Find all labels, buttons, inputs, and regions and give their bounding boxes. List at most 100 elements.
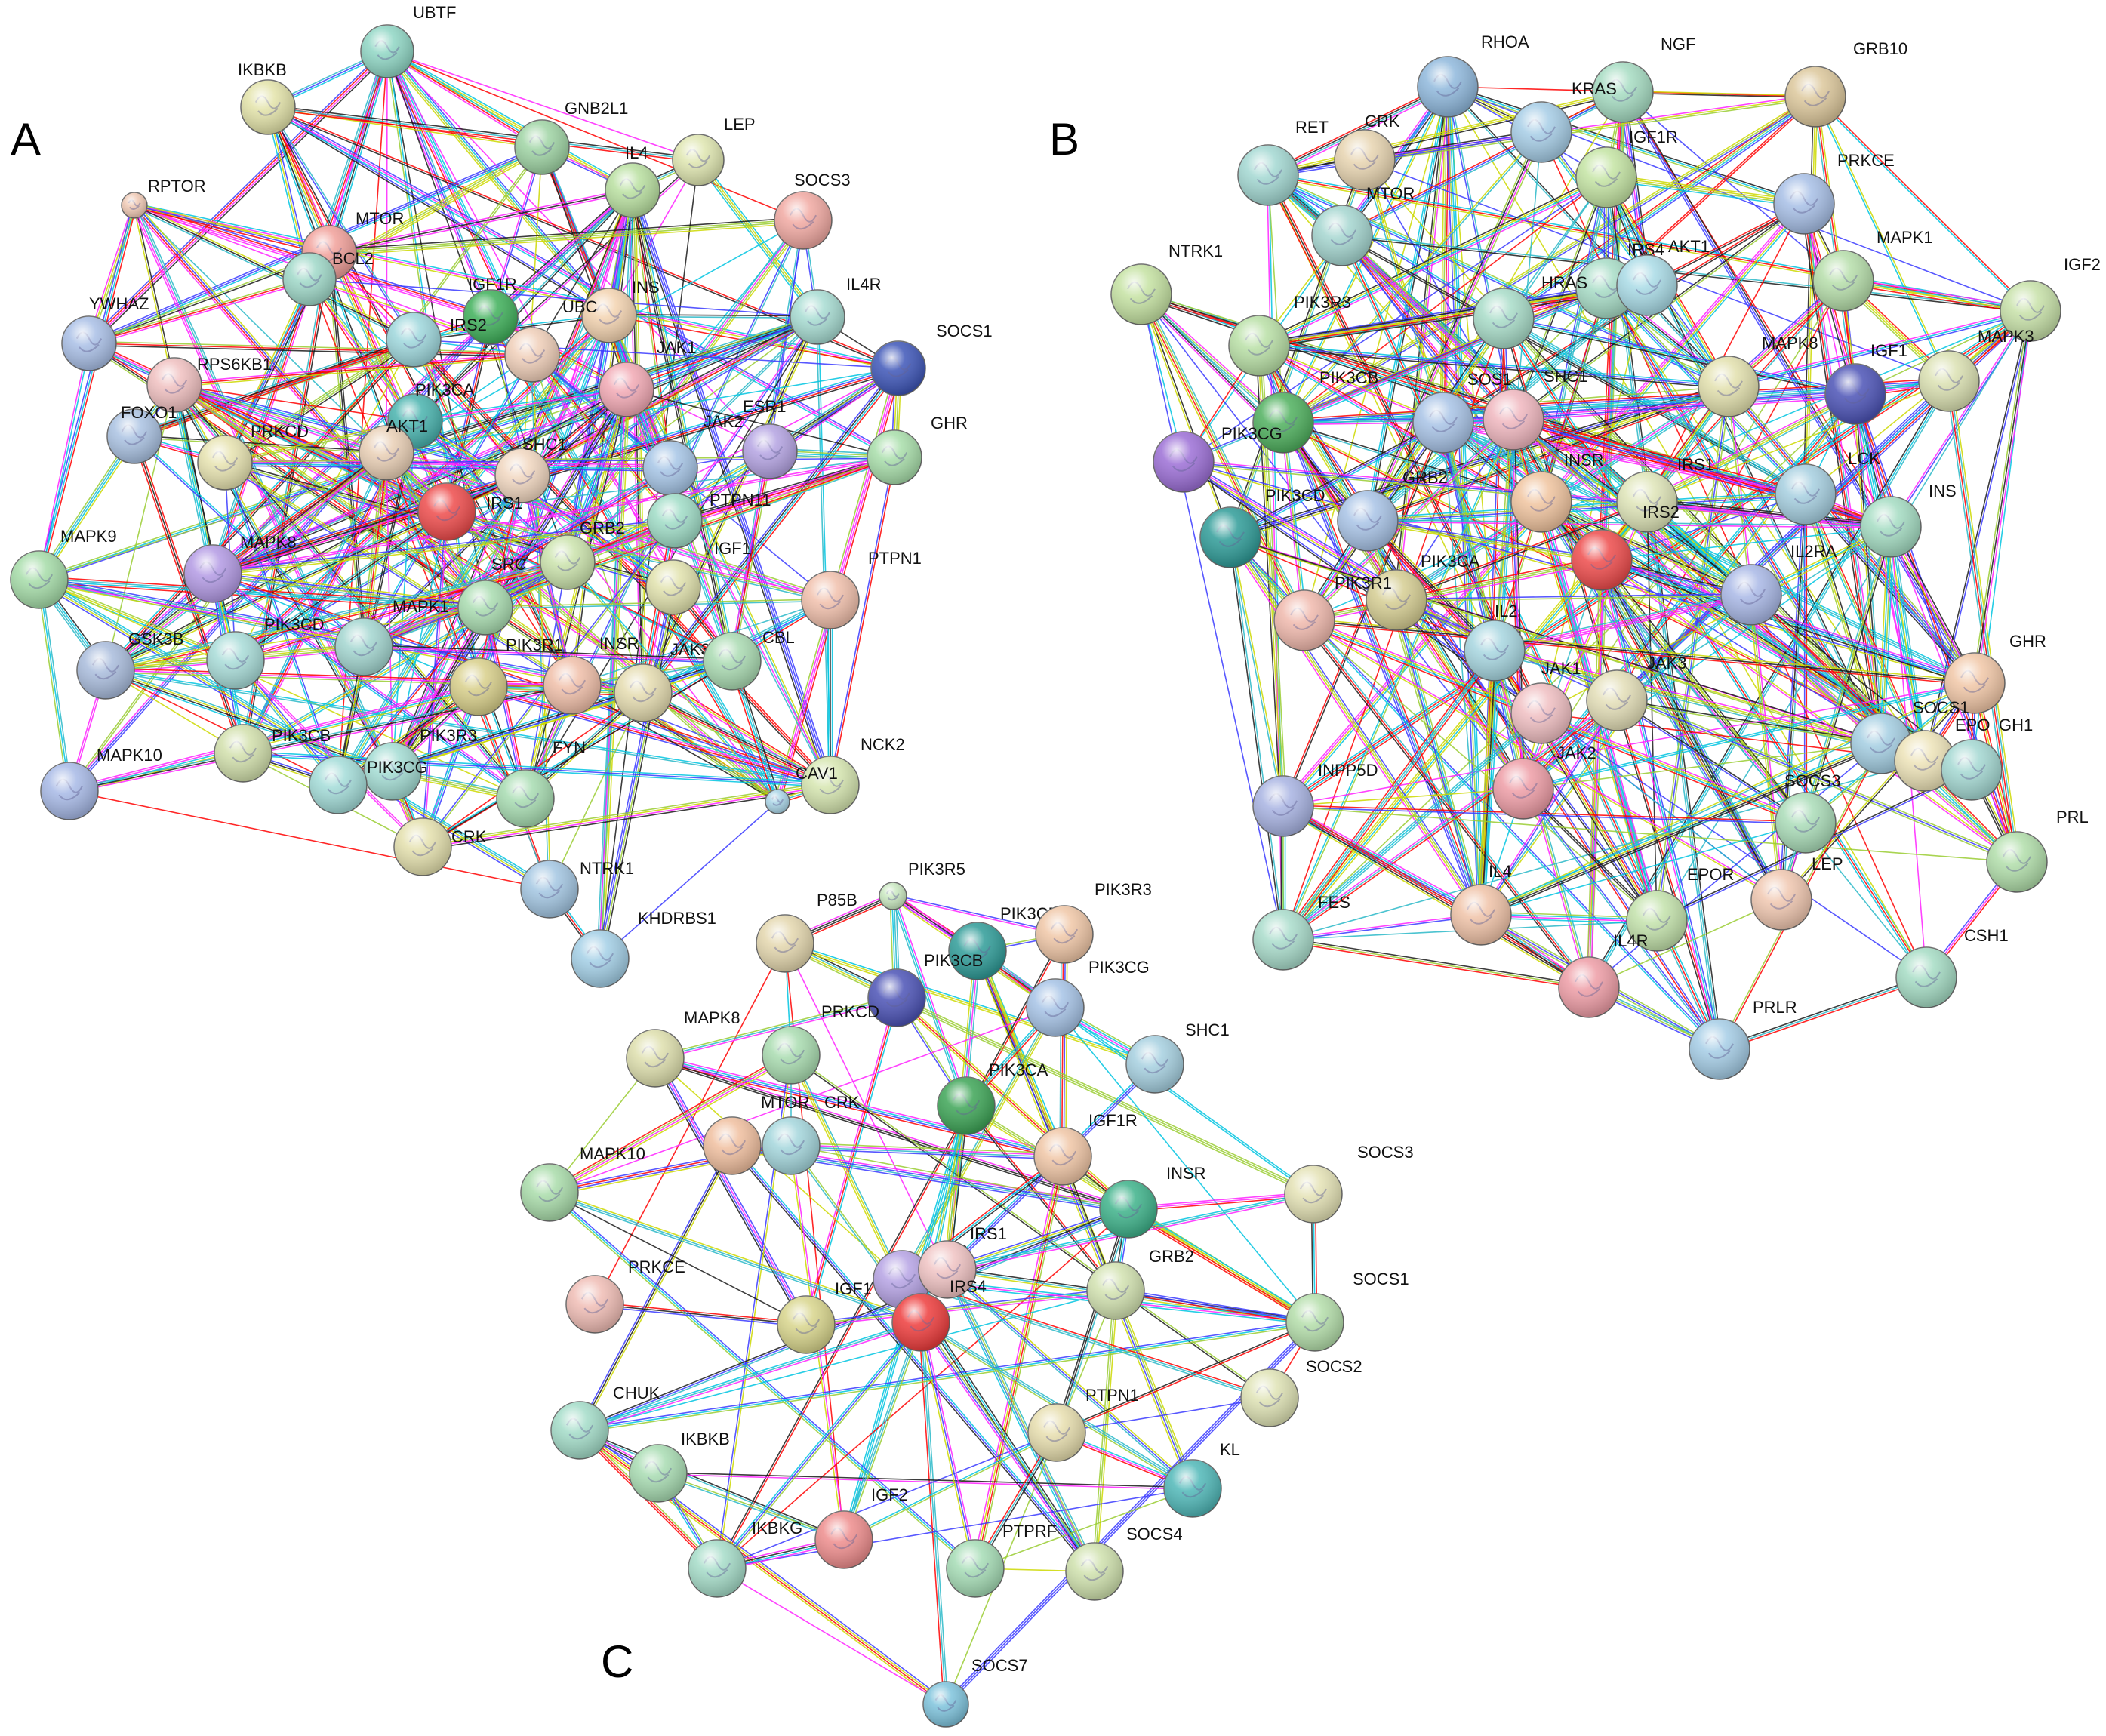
node-c-pik3r3[interactable]: PIK3R3 xyxy=(1035,880,1152,964)
node-b-prkce[interactable]: PRKCE xyxy=(1773,151,1895,235)
node-c-irs4[interactable]: IRS4 xyxy=(891,1277,987,1352)
node-a-pik3cg[interactable]: PIK3CG xyxy=(309,756,428,814)
node-b-shc1[interactable]: SHC1 xyxy=(1483,367,1588,451)
node-c-ikbkg[interactable]: IKBKG xyxy=(688,1519,802,1598)
node-b-prlr[interactable]: PRLR xyxy=(1689,998,1797,1080)
node-b-lck[interactable]: LCK xyxy=(1775,449,1880,525)
node-b-pik3r3[interactable]: PIK3R3 xyxy=(1228,293,1351,377)
node-b-pik3cg[interactable]: PIK3CG xyxy=(1153,424,1282,493)
node-a-gsk3b[interactable]: GSK3B xyxy=(76,629,183,700)
node-a-pik3cd[interactable]: PIK3CD xyxy=(206,615,324,690)
node-a-ywhaz[interactable]: YWHAZ xyxy=(61,294,149,371)
node-a-prkcd[interactable]: PRKCD xyxy=(197,422,309,491)
node-c-pik3cb[interactable]: PIK3CB xyxy=(867,951,983,1027)
node-b-rhoa[interactable]: RHOA xyxy=(1417,32,1529,118)
node-c-shc1[interactable]: SHC1 xyxy=(1125,1020,1230,1094)
node-b-irs1[interactable]: IRS1 xyxy=(1616,455,1714,533)
node-a-il4[interactable]: IL4 xyxy=(605,143,660,218)
node-a-ubc[interactable]: UBC xyxy=(504,297,598,383)
node-b-pik3ca[interactable]: PIK3CA xyxy=(1366,552,1480,631)
node-a-foxo1[interactable]: FOXO1 xyxy=(106,403,177,464)
node-a-pik3r3[interactable]: PIK3R3 xyxy=(363,726,477,801)
node-b-lep[interactable]: LEP xyxy=(1750,854,1843,931)
node-b-jak3[interactable]: JAK3 xyxy=(1586,654,1687,731)
node-a-igf1[interactable]: IGF1 xyxy=(645,539,751,615)
node-c-socs1[interactable]: SOCS1 xyxy=(1285,1270,1409,1352)
node-a-ptpn11[interactable]: PTPN11 xyxy=(647,491,771,549)
node-b-ntrk1[interactable]: NTRK1 xyxy=(1110,242,1223,325)
node-b-ins[interactable]: INS xyxy=(1860,482,1957,558)
node-a-irs1[interactable]: IRS1 xyxy=(417,482,523,541)
node-b-kras[interactable]: KRAS xyxy=(1510,79,1617,163)
node-a-ghr[interactable]: GHR xyxy=(867,414,968,485)
node-a-mapk9[interactable]: MAPK9 xyxy=(10,527,117,609)
node-a-ubtf[interactable]: UBTF xyxy=(360,3,456,78)
node-b-akt1[interactable]: AKT1 xyxy=(1616,237,1710,316)
node-b-insr[interactable]: INSR xyxy=(1510,451,1604,533)
node-a-shc1[interactable]: SHC1 xyxy=(494,435,567,503)
node-a-mapk8[interactable]: MAPK8 xyxy=(183,533,297,603)
node-a-ntrk1[interactable]: NTRK1 xyxy=(520,859,634,919)
node-a-pik3r1[interactable]: PIK3R1 xyxy=(449,636,563,716)
node-a-jak3[interactable]: JAK3 xyxy=(614,640,710,722)
node-b-il4[interactable]: IL4 xyxy=(1450,862,1512,946)
node-b-csh1[interactable]: CSH1 xyxy=(1895,926,2009,1008)
node-c-ikbkb[interactable]: IKBKB xyxy=(629,1430,730,1503)
node-a-khdrbs1[interactable]: KHDRBS1 xyxy=(571,909,716,988)
node-b-ngf[interactable]: NGF xyxy=(1592,35,1695,123)
node-c-socs3[interactable]: SOCS3 xyxy=(1284,1143,1414,1224)
node-b-mapk3[interactable]: MAPK3 xyxy=(1918,327,2034,412)
node-b-hras[interactable]: HRAS xyxy=(1473,273,1587,349)
node-a-rptor[interactable]: RPTOR xyxy=(121,177,206,219)
node-a-ins[interactable]: INS xyxy=(581,278,660,343)
node-b-epor[interactable]: EPOR xyxy=(1626,865,1734,952)
node-b-jak1[interactable]: JAK1 xyxy=(1510,659,1581,744)
node-b-pik3r1[interactable]: PIK3R1 xyxy=(1273,574,1392,651)
node-a-crk[interactable]: CRK xyxy=(393,817,487,876)
node-a-cbl[interactable]: CBL xyxy=(703,628,795,691)
node-a-mapk1[interactable]: MAPK1 xyxy=(334,597,449,676)
node-c-pik3cg[interactable]: PIK3CG xyxy=(1026,958,1150,1037)
node-c-p85b[interactable]: P85B xyxy=(756,891,857,973)
node-b-mtor[interactable]: MTOR xyxy=(1311,184,1415,266)
node-a-rps6kb1[interactable]: RPS6KB1 xyxy=(146,355,272,413)
node-b-jak2[interactable]: JAK2 xyxy=(1492,743,1596,820)
node-b-crk[interactable]: CRK xyxy=(1334,112,1400,191)
node-b-epo[interactable]: EPO xyxy=(1894,716,1990,792)
node-b-grb10[interactable]: GRB10 xyxy=(1784,39,1907,128)
node-a-ptpn1[interactable]: PTPN1 xyxy=(801,549,922,629)
node-a-insr[interactable]: INSR xyxy=(543,634,639,715)
node-c-crk[interactable]: CRK xyxy=(762,1093,860,1175)
node-a-socs1[interactable]: SOCS1 xyxy=(870,322,993,396)
node-b-grb2[interactable]: GRB2 xyxy=(1337,468,1448,552)
node-c-chuk[interactable]: CHUK xyxy=(550,1384,660,1460)
node-c-socs4[interactable]: SOCS4 xyxy=(1065,1525,1183,1601)
node-a-igf1r[interactable]: IGF1R xyxy=(463,275,519,345)
node-c-igf1r[interactable]: IGF1R xyxy=(1033,1111,1138,1186)
node-c-pik3cd[interactable]: PIK3CD xyxy=(948,904,1060,980)
node-c-irs1[interactable]: IRS1 xyxy=(918,1224,1007,1299)
node-b-irs2[interactable]: IRS2 xyxy=(1571,503,1680,591)
node-b-mapk1[interactable]: MAPK1 xyxy=(1812,228,1933,312)
node-a-src[interactable]: SRC xyxy=(457,555,527,636)
node-b-sos1[interactable]: SOS1 xyxy=(1412,370,1512,454)
node-b-igf2[interactable]: IGF2 xyxy=(2000,255,2101,342)
node-c-socs2[interactable]: SOCS2 xyxy=(1240,1357,1362,1427)
node-a-jak2[interactable]: JAK2 xyxy=(642,412,744,496)
node-a-il4r[interactable]: IL4R xyxy=(790,275,881,345)
node-a-cav1[interactable]: CAV1 xyxy=(765,764,838,814)
node-a-grb2[interactable]: GRB2 xyxy=(540,519,625,590)
node-a-bcl2[interactable]: BCL2 xyxy=(282,249,374,306)
node-c-igf2[interactable]: IGF2 xyxy=(814,1485,908,1569)
node-b-ret[interactable]: RET xyxy=(1237,118,1329,206)
node-b-ghr[interactable]: GHR xyxy=(1944,632,2046,714)
node-c-mapk8[interactable]: MAPK8 xyxy=(626,1008,740,1088)
node-b-igf1[interactable]: IGF1 xyxy=(1824,341,1907,425)
node-a-fyn[interactable]: FYN xyxy=(496,738,586,828)
node-c-mtor[interactable]: MTOR xyxy=(703,1093,809,1175)
node-b-gh1[interactable]: GH1 xyxy=(1941,716,2033,801)
node-b-prl[interactable]: PRL xyxy=(1986,808,2089,893)
node-c-igf1[interactable]: IGF1 xyxy=(777,1279,872,1354)
node-b-socs3[interactable]: SOCS3 xyxy=(1775,771,1841,854)
node-a-jak1[interactable]: JAK1 xyxy=(599,338,697,417)
